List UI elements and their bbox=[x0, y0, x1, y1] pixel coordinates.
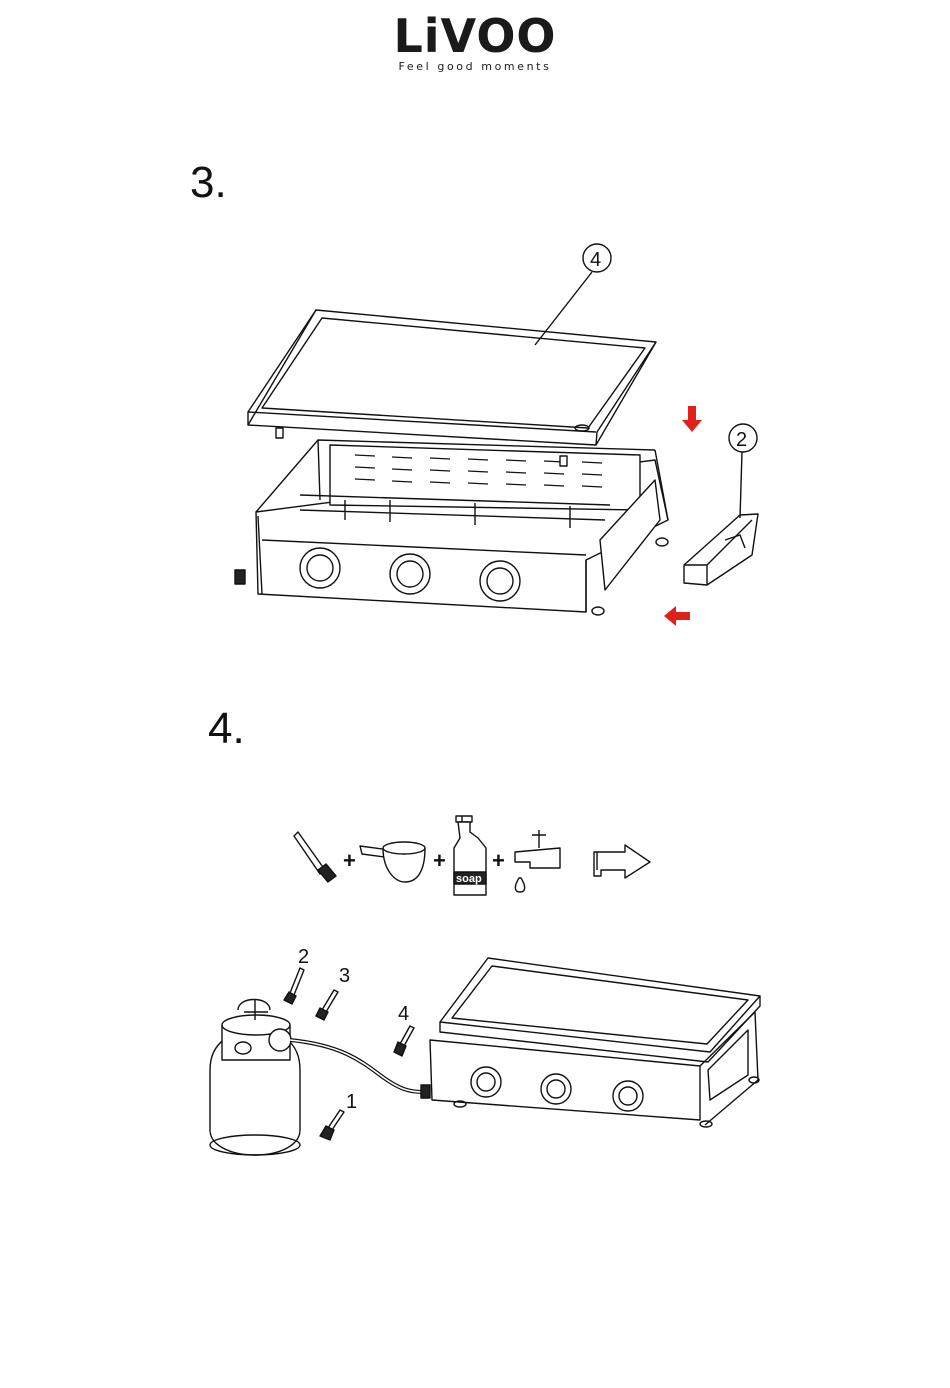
step-4-diagram bbox=[210, 958, 760, 1155]
check-point-label-1: 1 bbox=[346, 1091, 357, 1113]
check-point-label-3: 3 bbox=[339, 965, 350, 987]
down-arrow-icon bbox=[682, 406, 702, 432]
next-arrow-icon bbox=[594, 845, 650, 878]
plus-sign-2: + bbox=[433, 848, 446, 873]
bowl-icon bbox=[360, 842, 425, 882]
check-brush-4 bbox=[394, 1026, 414, 1056]
brush-icon bbox=[294, 832, 336, 882]
drip-tray bbox=[684, 514, 758, 585]
gas-cylinder bbox=[210, 1000, 300, 1156]
check-point-label-2: 2 bbox=[298, 946, 309, 968]
callout-4-label: 4 bbox=[590, 249, 601, 271]
water-tap-icon bbox=[515, 830, 560, 892]
left-arrow-icon bbox=[664, 606, 690, 626]
griddle-plate bbox=[248, 310, 656, 466]
plus-sign-1: + bbox=[343, 848, 356, 873]
check-brush-2 bbox=[284, 968, 304, 1004]
check-brush-3 bbox=[316, 990, 338, 1020]
grill-body bbox=[235, 440, 668, 615]
grill-assembled bbox=[421, 958, 760, 1127]
check-point-label-4: 4 bbox=[398, 1003, 409, 1025]
check-brush-1 bbox=[320, 1110, 344, 1140]
plus-sign-3: + bbox=[492, 848, 505, 873]
callout-2-label: 2 bbox=[736, 429, 747, 451]
soap-label: soap bbox=[456, 873, 482, 885]
step-3-diagram: 4 2 bbox=[235, 244, 758, 615]
